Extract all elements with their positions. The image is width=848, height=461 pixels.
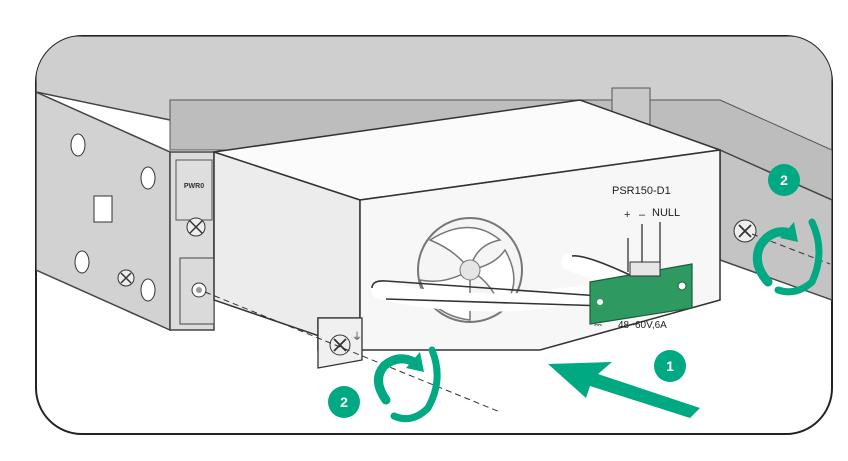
step-badge-fasten-right: 2	[768, 164, 800, 196]
ground-symbol: ⏚	[352, 331, 362, 343]
screw-socket-icon	[191, 282, 207, 298]
insert-arrow	[548, 362, 700, 418]
minus-terminal-label: –	[639, 209, 646, 221]
side-hole	[74, 250, 90, 274]
step-badge-insert: 1	[654, 350, 686, 382]
chassis-slot-label: PWR0	[184, 183, 204, 190]
step-badge-insert-number: 1	[666, 358, 674, 374]
plus-terminal-label: +	[624, 209, 630, 221]
dc-symbol: ⎓	[594, 320, 602, 331]
step-badge-fasten-right-number: 2	[780, 172, 788, 188]
side-screw-icon	[117, 269, 135, 287]
chassis-screw-icon	[186, 217, 206, 237]
slot-label-panel	[175, 159, 213, 221]
step-badge-fasten-left: 2	[328, 386, 360, 418]
right-screw-socket-icon	[733, 219, 757, 243]
side-hole	[70, 133, 86, 157]
null-terminal-label: NULL	[652, 207, 680, 219]
side-hole	[140, 278, 156, 302]
left-screw-guide-line	[204, 291, 501, 413]
step-badge-fasten-left-number: 2	[340, 394, 348, 410]
right-rotate-arrow-icon	[752, 218, 823, 296]
rating-label: 48~60V,6A	[618, 320, 667, 331]
left-rotate-arrow-icon	[374, 346, 441, 423]
model-label: PSR150-D1	[612, 185, 671, 197]
module-captive-screw-icon	[329, 334, 351, 356]
side-square-hole	[93, 195, 113, 223]
terminal-block	[589, 222, 693, 325]
side-hole	[140, 166, 156, 190]
